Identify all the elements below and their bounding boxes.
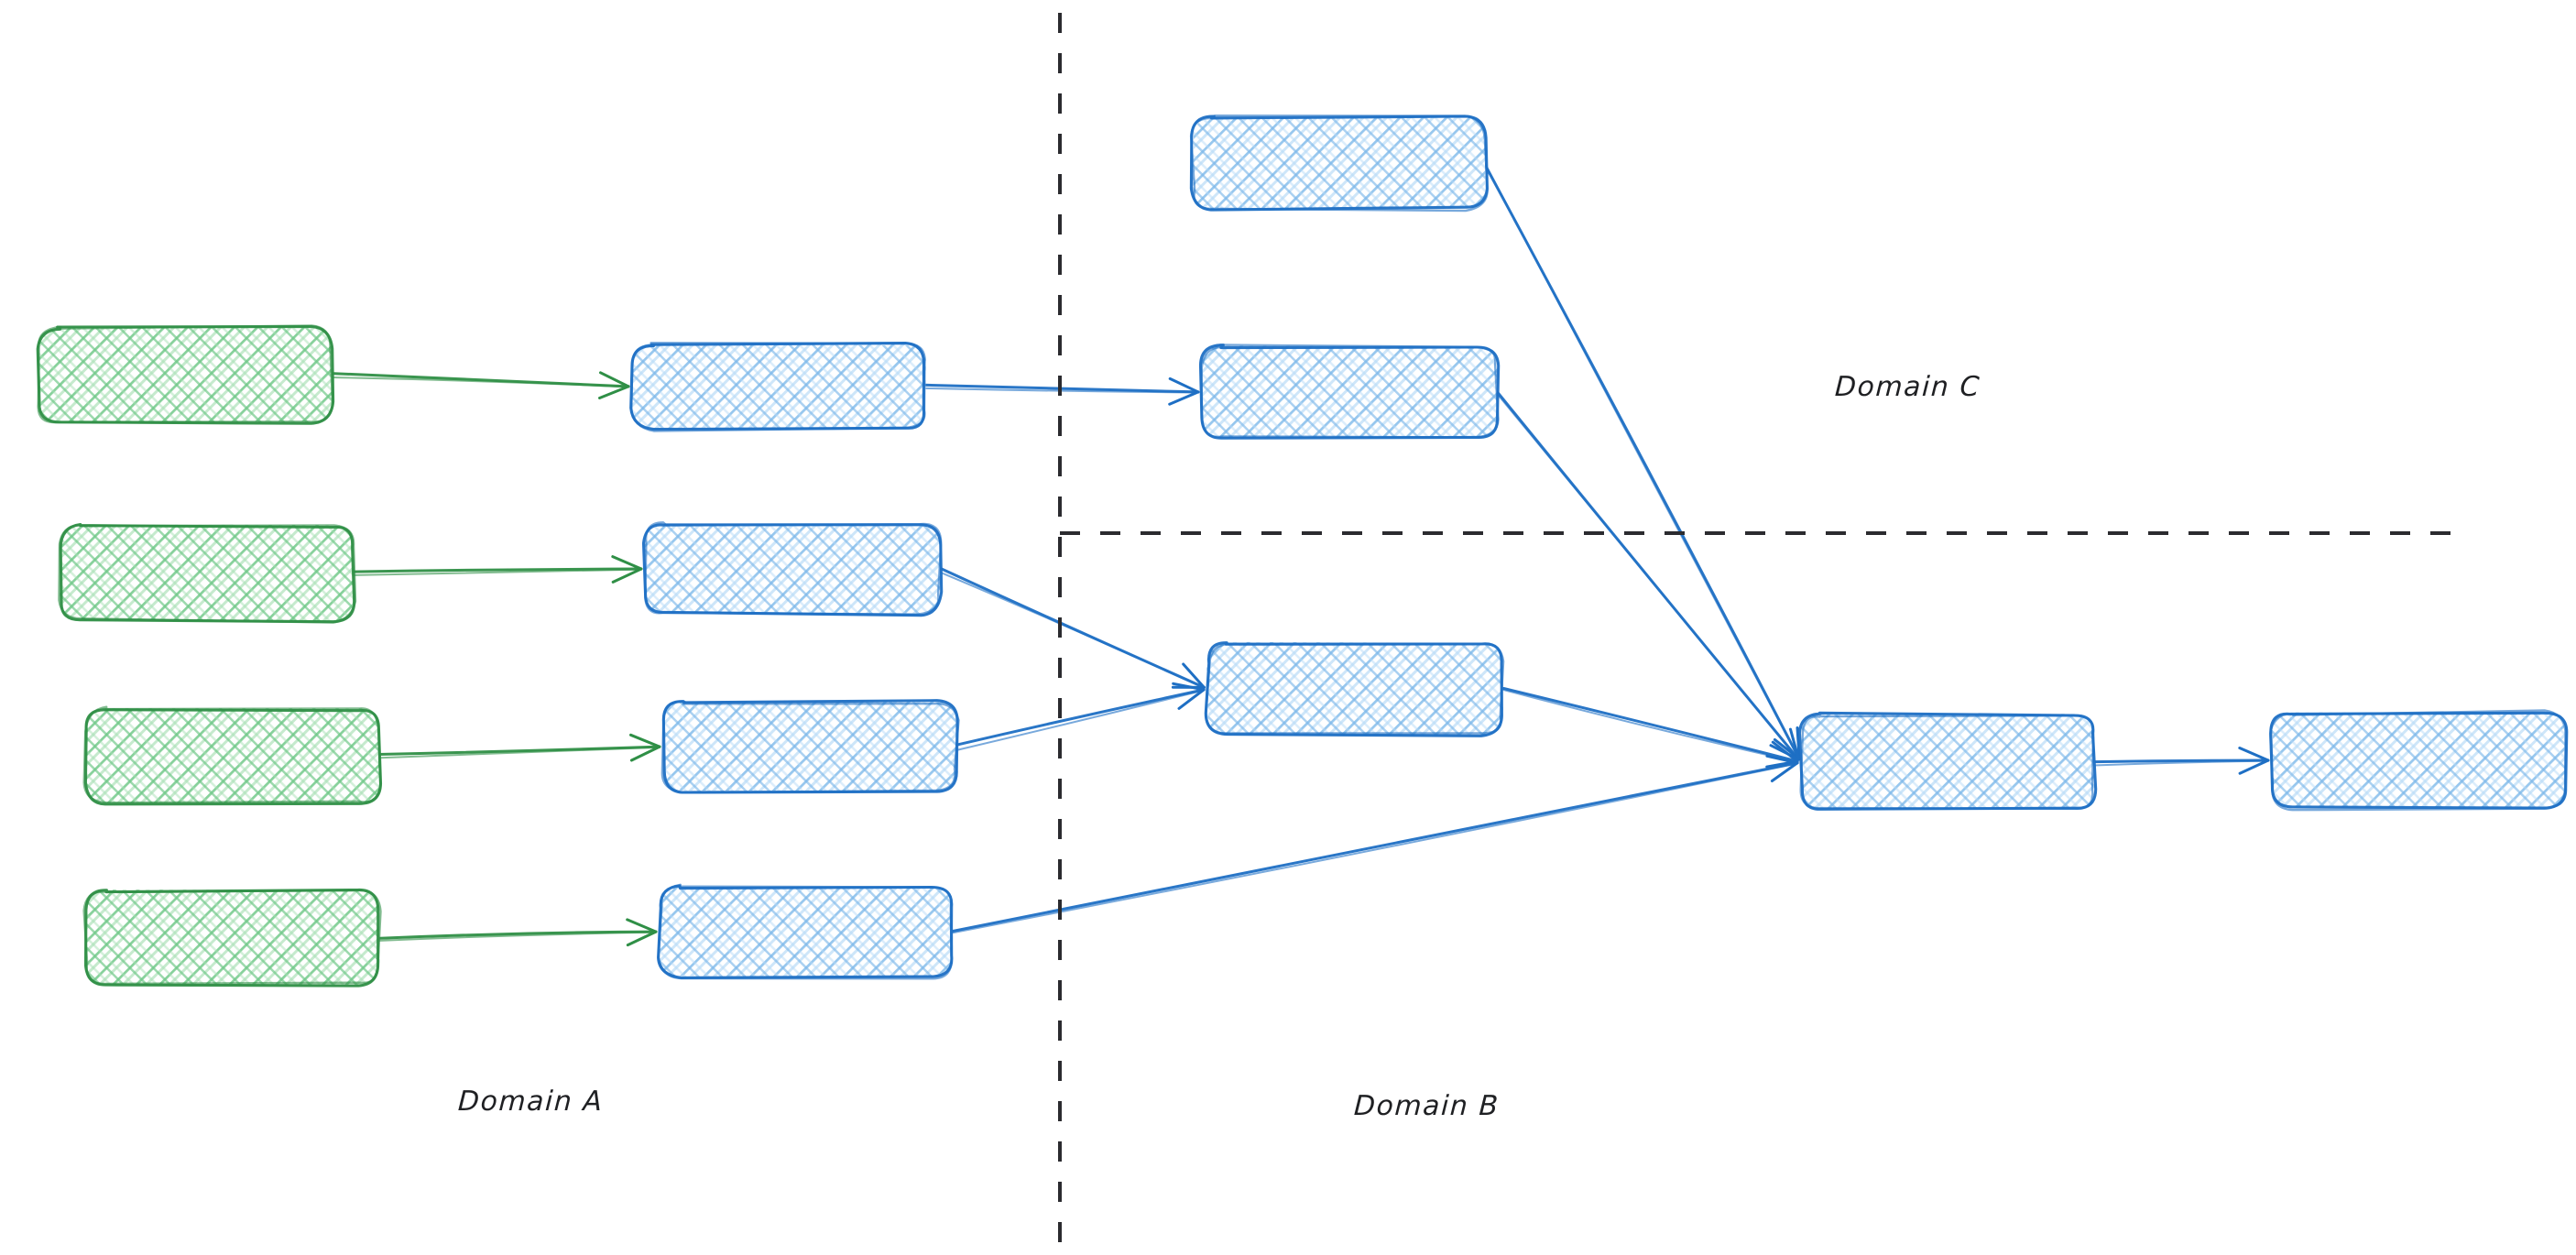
node-source-2[interactable]	[58, 522, 357, 624]
edge-c1-d1	[1482, 162, 1801, 761]
node-domainc-top[interactable]	[1189, 115, 1489, 213]
edge-a3-b3	[377, 733, 661, 762]
node-domainb-mid[interactable]	[1204, 641, 1505, 737]
edge-a2-b2	[352, 555, 643, 584]
domain-b-label: Domain B	[1353, 1090, 1501, 1122]
domain-a-label: Domain A	[457, 1086, 605, 1118]
node-aggregate[interactable]	[1797, 711, 2098, 811]
edge-d1-d2	[2091, 747, 2270, 775]
node-source-4[interactable]	[82, 888, 382, 988]
node-domainc-mid[interactable]	[1198, 344, 1501, 440]
edges-layer	[330, 162, 2270, 947]
edge-a4-b4	[376, 918, 658, 947]
edge-b2-c3	[940, 567, 1206, 689]
node-stage-2[interactable]	[641, 521, 944, 617]
node-source-1[interactable]	[36, 324, 335, 425]
domain-c-label: Domain C	[1834, 371, 1981, 403]
nodes-layer	[36, 115, 2569, 988]
edge-b4-d1	[949, 754, 1799, 934]
edge-b3-c3	[955, 682, 1206, 751]
edge-b1-c2	[922, 376, 1200, 406]
node-output[interactable]	[2268, 709, 2569, 812]
edge-c3-d1	[1501, 686, 1799, 769]
dividers-layer	[1058, 13, 2451, 1242]
node-source-3[interactable]	[82, 705, 383, 806]
edge-a1-b1	[330, 371, 630, 399]
node-stage-3[interactable]	[660, 699, 960, 794]
node-stage-4[interactable]	[657, 883, 954, 980]
edge-c2-d1	[1495, 390, 1800, 761]
node-stage-1[interactable]	[629, 342, 927, 432]
